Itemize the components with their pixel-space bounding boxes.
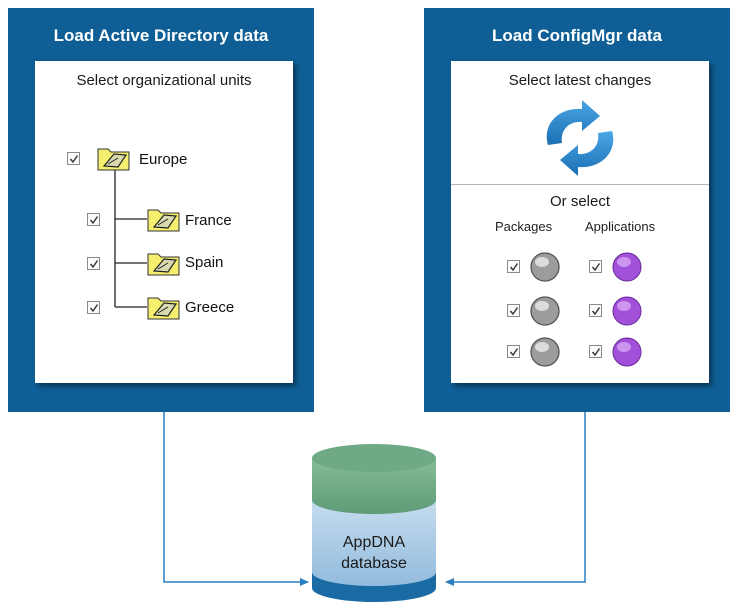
europe-checkbox[interactable] <box>67 152 80 165</box>
configmgr-to-database-arrow <box>445 412 586 586</box>
packages-column-header: Packages <box>495 219 553 234</box>
configmgr-panel: Load ConfigMgr data Select latest change… <box>424 8 730 412</box>
france-checkbox[interactable] <box>87 213 100 226</box>
database-label-line2: database <box>341 555 407 572</box>
application-icon-1 <box>612 252 642 282</box>
greece-folder-icon <box>147 297 180 320</box>
greece-checkbox[interactable] <box>87 301 100 314</box>
package-checkbox-3[interactable] <box>507 345 520 358</box>
spain-folder-icon <box>147 253 180 276</box>
ou-label-spain: Spain <box>185 254 224 271</box>
tree-connector-lines <box>114 169 147 308</box>
spain-checkbox[interactable] <box>87 257 100 270</box>
france-folder-icon <box>147 209 180 232</box>
database-label: AppDNA database <box>308 532 440 574</box>
application-checkbox-1[interactable] <box>589 260 602 273</box>
package-icon-2 <box>530 296 560 326</box>
ou-label-europe: Europe <box>139 151 188 168</box>
database-icon <box>312 444 436 602</box>
package-icon-1 <box>530 252 560 282</box>
section-divider <box>451 184 709 185</box>
ad-to-database-arrow <box>163 412 309 586</box>
refresh-icon[interactable] <box>538 99 622 177</box>
ou-label-france: France <box>185 212 232 229</box>
package-icon-3 <box>530 337 560 367</box>
application-checkbox-2[interactable] <box>589 304 602 317</box>
configmgr-title: Load ConfigMgr data <box>492 26 662 45</box>
active-directory-title: Load Active Directory data <box>53 26 269 45</box>
ou-label-greece: Greece <box>185 299 235 316</box>
ou-selection-card: Select organizational units Europe Franc <box>35 61 293 383</box>
latest-changes-heading: Select latest changes <box>508 72 652 89</box>
application-icon-2 <box>612 296 642 326</box>
application-icon-3 <box>612 337 642 367</box>
package-checkbox-1[interactable] <box>507 260 520 273</box>
ou-selection-heading: Select organizational units <box>76 72 252 89</box>
active-directory-panel: Load Active Directory data Select organi… <box>8 8 314 412</box>
application-checkbox-3[interactable] <box>589 345 602 358</box>
database-label-line1: AppDNA <box>342 534 406 551</box>
europe-folder-icon <box>97 148 130 171</box>
package-checkbox-2[interactable] <box>507 304 520 317</box>
or-select-label: Or select <box>549 193 610 210</box>
configmgr-selection-card: Select latest changes Or select Packages… <box>451 61 709 383</box>
applications-column-header: Applications <box>585 219 656 234</box>
